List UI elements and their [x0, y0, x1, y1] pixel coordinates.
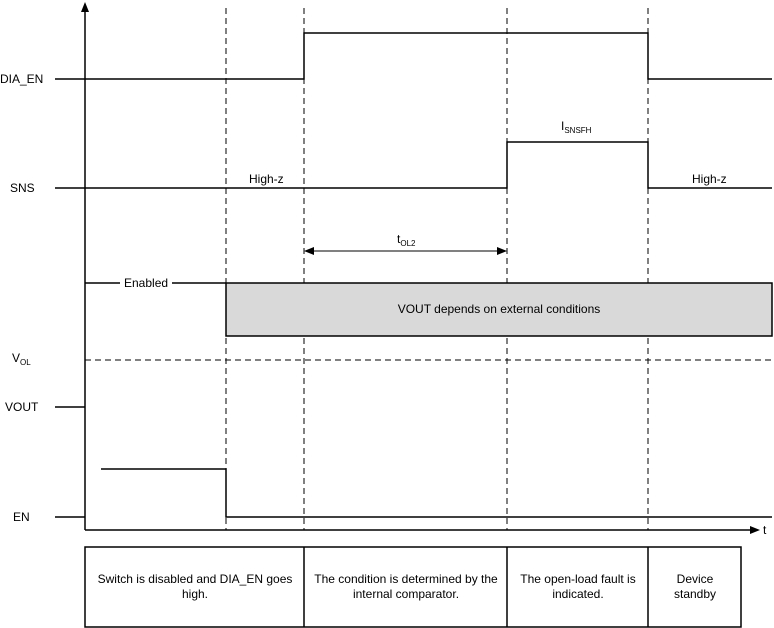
- dia-en-waveform: [85, 32, 772, 80]
- high-z-right-label: High-z: [692, 172, 727, 186]
- vol-label-main: V: [12, 351, 21, 365]
- vol-label: VOL: [12, 351, 31, 367]
- vout-label: VOUT: [5, 400, 39, 414]
- tol2-label-sub: OL2: [400, 239, 416, 248]
- y-axis-arrow: [81, 2, 89, 12]
- isnsfh-label-sub: SNSFH: [564, 126, 592, 135]
- phase-1-text: Switch is disabled and DIA_EN goes high.: [97, 572, 293, 601]
- phase-table: [84, 546, 742, 628]
- phase-4-text: Device standby: [673, 572, 717, 601]
- en-label: EN: [13, 510, 30, 524]
- dia-en-label: DIA_EN: [0, 72, 44, 86]
- enabled-label: Enabled: [120, 276, 173, 290]
- isnsfh-label: ISNSFH: [561, 119, 592, 135]
- tol2-arrow-left-head: [304, 247, 314, 255]
- time-axis-label: t: [763, 523, 767, 537]
- sns-label: SNS: [10, 181, 35, 195]
- vout-external-conditions-box: [225, 282, 773, 337]
- phase-2-text: The condition is determined by the inter…: [314, 572, 498, 601]
- axis-ticks: [55, 78, 85, 518]
- phase-3-text: The open-load fault is indicated.: [520, 572, 636, 601]
- time-markers: [225, 8, 649, 530]
- sns-waveform-left: [85, 141, 772, 189]
- vout-box-text: VOUT depends on external conditions: [397, 302, 601, 316]
- tol2-label-main: t: [397, 232, 401, 246]
- tol2-label: tOL2: [397, 232, 416, 248]
- isnsfh-label-main: I: [561, 119, 565, 133]
- x-axis-arrow: [750, 526, 760, 534]
- en-waveform: [101, 468, 772, 518]
- vol-label-sub: OL: [20, 358, 31, 367]
- tol2-arrow-right-head: [497, 247, 507, 255]
- high-z-left-label: High-z: [249, 172, 284, 186]
